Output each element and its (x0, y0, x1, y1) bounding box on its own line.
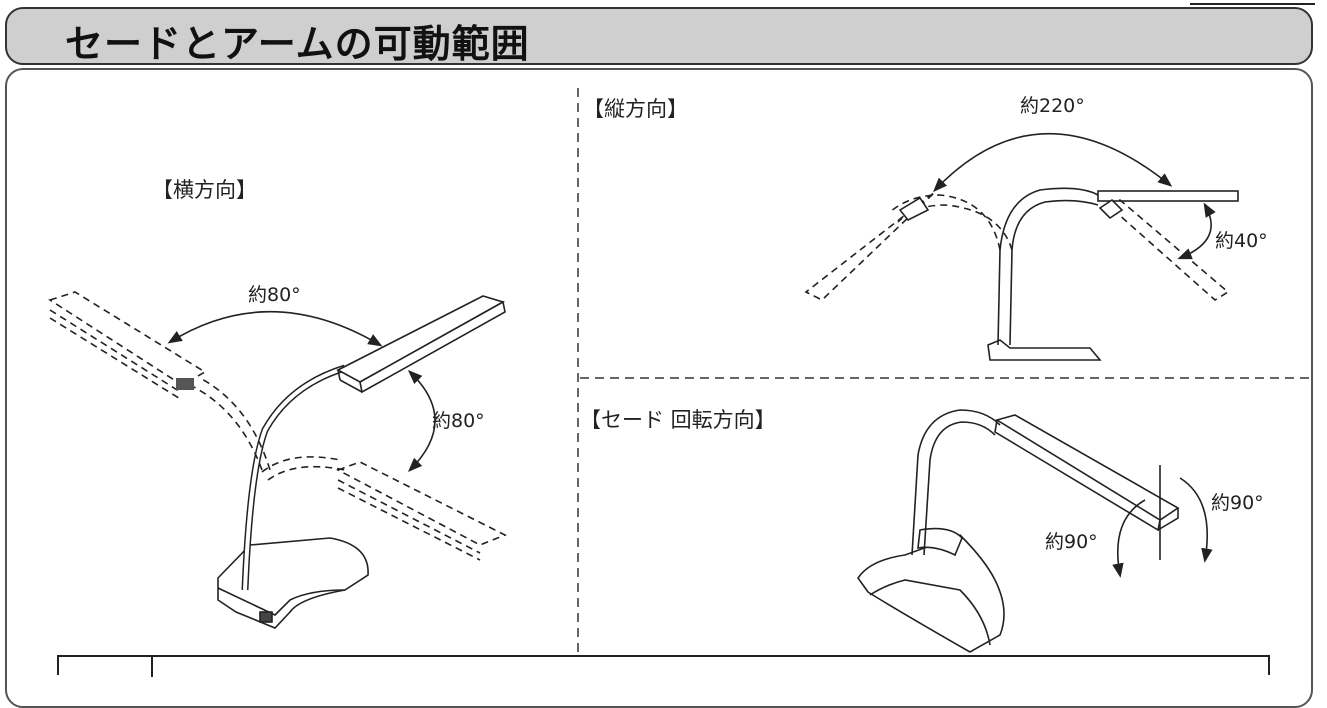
vertical-lamp-illustration (804, 132, 1239, 361)
vertical-angle-arc: 約220° (1020, 95, 1085, 117)
horizontal-angle-top: 約80° (248, 284, 301, 306)
vertical-section-label: 【縦方向】 (583, 97, 688, 121)
title-bar: セードとアームの可動範囲 (5, 7, 1313, 66)
page-title: セードとアームの可動範囲 (65, 22, 530, 66)
rotation-lamp-illustration (857, 409, 1213, 653)
illustration-canvas (48, 88, 1310, 653)
horizontal-lamp-illustration (48, 291, 507, 629)
rotation-section-label: 【セード 回転方向】 (580, 408, 776, 432)
rotation-angle-right: 約90° (1211, 492, 1264, 514)
table-cell-divider (151, 657, 153, 677)
rotation-angle-left: 約90° (1045, 531, 1098, 553)
bottom-table (57, 655, 1270, 677)
vertical-angle-tilt: 約40° (1215, 230, 1268, 252)
top-rule (1190, 3, 1315, 5)
horizontal-angle-side: 約80° (432, 410, 485, 432)
horizontal-section-label: 【横方向】 (152, 178, 257, 202)
